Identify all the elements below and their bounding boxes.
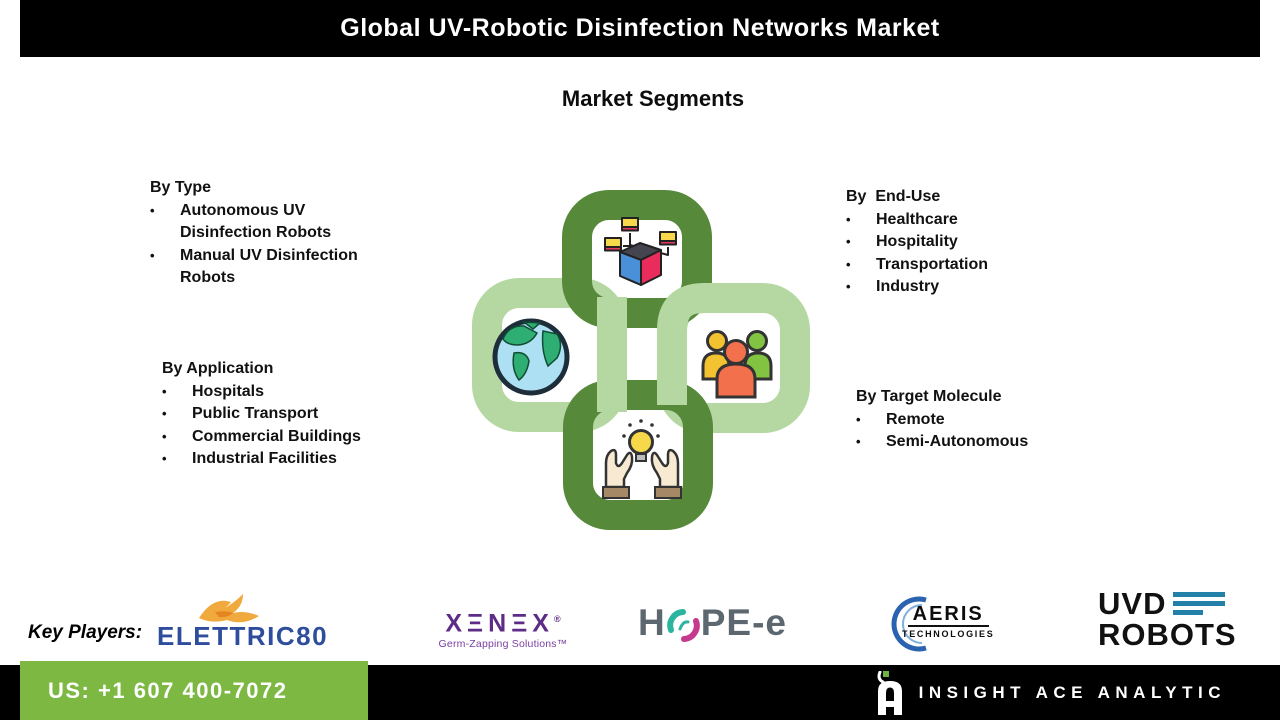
brand-name: INSIGHT ACE ANALYTIC bbox=[918, 682, 1226, 702]
elettric80-wordmark: ELETTRIC80 bbox=[157, 621, 329, 651]
aeris-logo: AERIS TECHNOLOGIES bbox=[880, 595, 1020, 653]
key-players-label: Key Players: bbox=[28, 622, 143, 643]
list-item-label: Hospitality bbox=[876, 233, 958, 250]
eagle-icon bbox=[199, 594, 259, 623]
uvd-wordmark: UVD bbox=[1098, 586, 1167, 621]
hope-suffix: PE-e bbox=[700, 602, 787, 643]
globe-icon bbox=[492, 318, 570, 396]
hope-e-logo: H PE-e bbox=[638, 602, 787, 644]
bullet-icon: • bbox=[846, 256, 851, 272]
list-item: • Remote bbox=[856, 409, 1028, 432]
xenex-tagline: Germ-Zapping Solutions™ bbox=[438, 638, 568, 651]
phone-badge: US: +1 607 400-7072 bbox=[20, 661, 368, 720]
aeris-subtitle: TECHNOLOGIES bbox=[902, 629, 995, 639]
list-item-label: Hospitals bbox=[192, 382, 265, 400]
list-item: • Semi-Autonomous bbox=[856, 431, 1028, 454]
list-item: • Autonomous UV Disinfection Robots bbox=[150, 200, 392, 245]
xenex-letters: XΞNΞX bbox=[445, 609, 554, 638]
bullet-icon: • bbox=[162, 451, 167, 466]
chain-link-bottom bbox=[563, 380, 713, 530]
bullet-icon: • bbox=[846, 211, 851, 227]
registered-mark: ® bbox=[553, 614, 561, 624]
bullet-icon: • bbox=[162, 383, 167, 399]
segment-heading: By End-Use bbox=[846, 188, 941, 205]
list-item-label: Remote bbox=[886, 410, 945, 428]
segment-heading: By Target Molecule bbox=[856, 388, 1002, 405]
list-item: • Industry bbox=[846, 276, 988, 299]
aeris-swoosh-icon bbox=[891, 596, 927, 652]
list-item-label: Industry bbox=[876, 278, 940, 295]
list-item: • Hospitals bbox=[162, 381, 361, 404]
footer-bar: US: +1 607 400-7072 INSIGHT ACE ANALYTIC bbox=[0, 661, 1280, 720]
list-item-label: Industrial Facilities bbox=[192, 450, 337, 467]
bullet-icon: • bbox=[846, 279, 851, 294]
chain-link-top bbox=[562, 190, 712, 328]
list-item: • Hospitality bbox=[846, 231, 988, 254]
uvd-robots-logo: UVD ROBOTS bbox=[1098, 588, 1237, 650]
uvd-bars-icon bbox=[1173, 592, 1226, 615]
uvd-line1-row: UVD bbox=[1098, 588, 1237, 619]
segment-by-type: By Type • Autonomous UV Disinfection Rob… bbox=[150, 177, 392, 290]
brand-lockup: INSIGHT ACE ANALYTIC bbox=[875, 665, 1226, 720]
elettric80-logo: ELETTRIC80 bbox=[157, 594, 362, 656]
list-item-label: Public Transport bbox=[192, 405, 319, 422]
list-item-label: Semi-Autonomous bbox=[886, 433, 1029, 450]
segment-by-application: By Application • Hospitals • Public Tran… bbox=[162, 358, 361, 471]
insightace-logo-icon bbox=[877, 670, 902, 715]
people-group-icon bbox=[701, 330, 773, 399]
bullet-icon: • bbox=[856, 411, 861, 427]
list-item-label: Healthcare bbox=[876, 210, 958, 228]
list-item-label: Commercial Buildings bbox=[192, 427, 361, 445]
list-item-label: Autonomous UV Disinfection Robots bbox=[180, 201, 332, 242]
aeris-wordmark: AERIS TECHNOLOGIES bbox=[902, 604, 994, 639]
list-item: • Transportation bbox=[846, 254, 988, 277]
list-item-label: Manual UV Disinfection Robots bbox=[180, 246, 358, 287]
bullet-icon: • bbox=[856, 434, 861, 449]
title-bar: Global UV-Robotic Disinfection Networks … bbox=[20, 0, 1260, 57]
subtitle: Market Segments bbox=[561, 86, 745, 111]
segment-heading: By Type bbox=[150, 179, 212, 196]
list-item: • Healthcare bbox=[846, 209, 988, 232]
weave-patch bbox=[657, 283, 737, 405]
product-network-icon bbox=[604, 217, 677, 286]
robots-wordmark: ROBOTS bbox=[1098, 617, 1237, 652]
segment-heading: By Application bbox=[162, 360, 274, 377]
bullet-icon: • bbox=[150, 247, 155, 263]
page-title: Global UV-Robotic Disinfection Networks … bbox=[340, 14, 940, 42]
list-item-label: Transportation bbox=[876, 255, 989, 273]
bullet-icon: • bbox=[162, 406, 167, 421]
segment-by-end-use: By End-Use • Healthcare • Hospitality • … bbox=[846, 186, 988, 299]
bullet-icon: • bbox=[150, 202, 155, 218]
aeris-name: AERIS bbox=[907, 604, 989, 627]
list-item: • Manual UV Disinfection Robots bbox=[150, 245, 392, 290]
bullet-icon: • bbox=[162, 428, 167, 444]
list-item: • Public Transport bbox=[162, 403, 361, 426]
phone-number: US: +1 607 400-7072 bbox=[48, 677, 288, 703]
segment-by-target-molecule: By Target Molecule • Remote • Semi-Auton… bbox=[856, 386, 1028, 454]
bullet-icon: • bbox=[846, 234, 851, 249]
idea-hands-icon bbox=[602, 419, 682, 499]
list-item: • Industrial Facilities bbox=[162, 448, 361, 471]
hope-prefix: H bbox=[638, 602, 666, 643]
hope-swirl-icon bbox=[666, 608, 700, 642]
xenex-wordmark: XΞNΞX® bbox=[428, 606, 578, 636]
chain-links-graphic bbox=[472, 190, 810, 530]
list-item: • Commercial Buildings bbox=[162, 426, 361, 449]
xenex-logo: XΞNΞX® Germ-Zapping Solutions™ bbox=[428, 606, 578, 650]
